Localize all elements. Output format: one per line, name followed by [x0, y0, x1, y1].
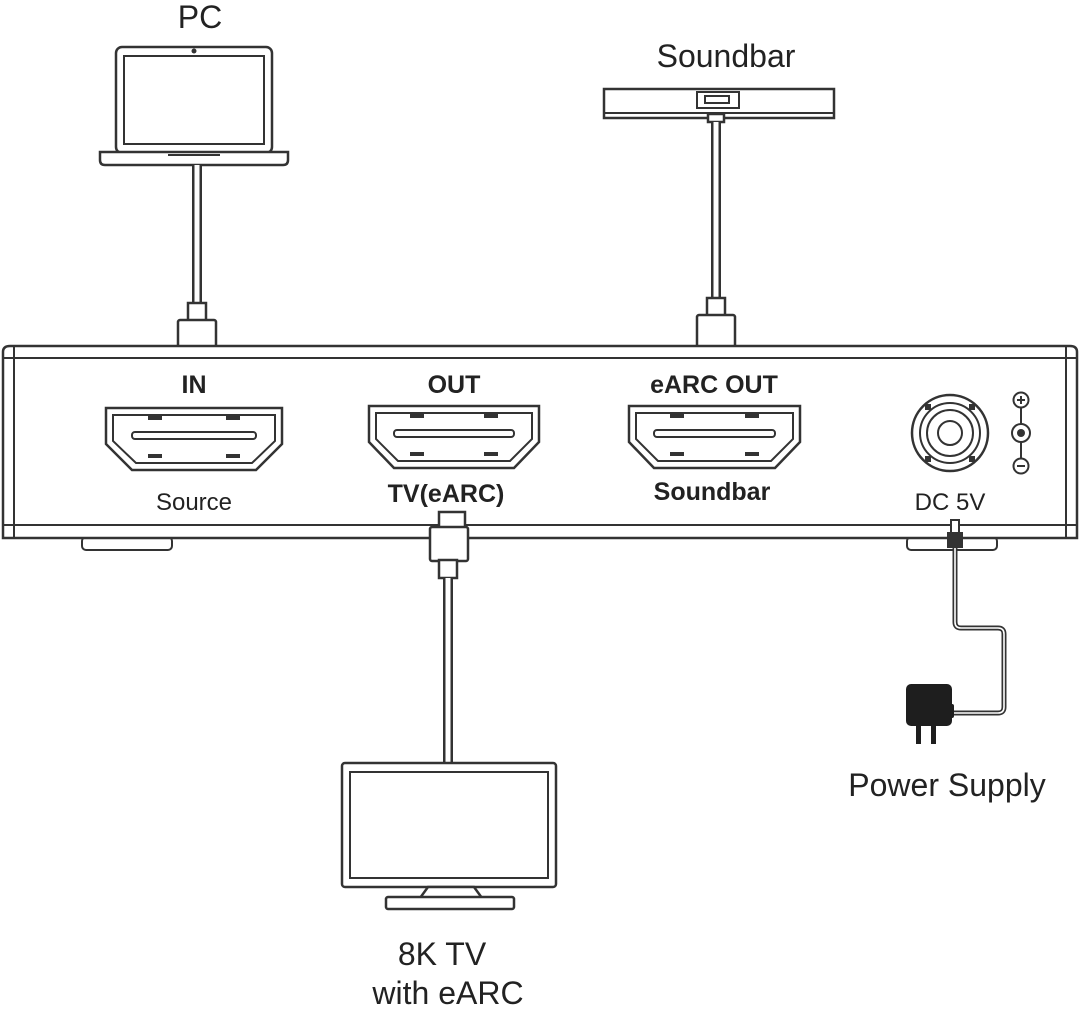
- port-earc-out-label: eARC OUT: [650, 371, 778, 399]
- dc-jack-icon: [910, 393, 990, 473]
- soundbar-icon: [602, 87, 836, 124]
- pc-cable: [176, 165, 218, 370]
- hdmi-port-icon: [104, 406, 284, 472]
- hdmi-port-icon: [627, 404, 802, 470]
- port-in-label: IN: [182, 371, 207, 399]
- power-supply-label: Power Supply: [848, 767, 1045, 803]
- port-in-sublabel: Source: [156, 489, 232, 516]
- tv-icon: [340, 761, 558, 911]
- port-out-label: OUT: [428, 371, 481, 399]
- power-adapter-icon: [906, 684, 954, 744]
- tv-label-line1: 8K TV: [398, 936, 487, 972]
- tv-label-line2: with eARC: [371, 975, 523, 1011]
- pc-label: PC: [178, 0, 222, 35]
- hdmi-port-icon: [367, 404, 541, 470]
- tv-cable: [428, 510, 470, 765]
- polarity-icon: [1011, 391, 1031, 475]
- soundbar-label: Soundbar: [657, 38, 796, 74]
- laptop-icon: [98, 45, 290, 167]
- dc-label: DC 5V: [915, 489, 986, 516]
- port-earc-out-sublabel: Soundbar: [654, 478, 771, 506]
- power-cable: [947, 519, 1007, 716]
- port-out-sublabel: TV(eARC): [388, 480, 505, 508]
- soundbar-cable: [695, 122, 737, 365]
